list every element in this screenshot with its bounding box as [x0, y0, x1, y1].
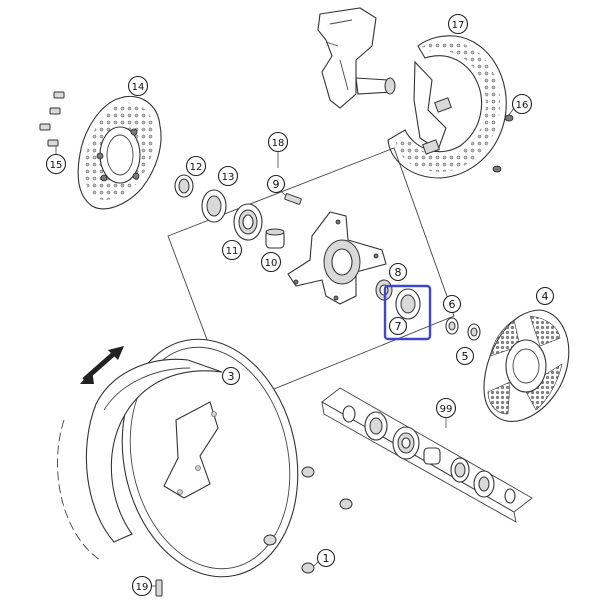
svg-text:17: 17 [452, 20, 465, 31]
rotation-arrow-icon [80, 346, 124, 384]
callout-99: 99 [435, 397, 457, 419]
svg-text:4: 4 [542, 290, 549, 303]
callout-18: 18 [267, 131, 289, 153]
wheel-rim-part [57, 338, 299, 578]
callout-14: 14 [127, 75, 149, 97]
nipples-1-part [263, 466, 353, 574]
callout-5: 5 [455, 346, 475, 366]
svg-text:10: 10 [265, 258, 278, 269]
callout-16: 16 [511, 93, 533, 115]
callout-15: 15 [45, 153, 67, 175]
valve-19-part [152, 579, 163, 597]
svg-text:6: 6 [449, 298, 456, 311]
brake-disc-17-part [387, 35, 507, 179]
seal-13-part [201, 189, 227, 223]
svg-text:19: 19 [136, 582, 149, 593]
nut-5-part [467, 323, 481, 341]
svg-text:9: 9 [273, 178, 280, 191]
callout-19: 19 [131, 575, 153, 597]
svg-text:1: 1 [323, 552, 330, 565]
seal-7-part [395, 288, 421, 320]
callout-9: 9 [266, 174, 286, 194]
bolts-15-part [39, 91, 65, 155]
spacer-12-part [174, 174, 194, 198]
callout-13: 13 [217, 165, 239, 187]
callout-11: 11 [221, 239, 243, 261]
callout-1: 1 [316, 548, 336, 568]
bolt-16-part [492, 107, 515, 173]
svg-text:12: 12 [190, 162, 203, 173]
svg-text:13: 13 [222, 172, 235, 183]
wheel-hub-part [287, 211, 387, 305]
svg-text:18: 18 [272, 138, 285, 149]
svg-text:14: 14 [132, 82, 145, 93]
svg-text:15: 15 [50, 160, 63, 171]
callout-17: 17 [447, 13, 469, 35]
bearing-11-part [233, 203, 263, 241]
brake-disc-4-part [483, 309, 570, 422]
callout-6: 6 [442, 294, 462, 314]
svg-text:8: 8 [395, 266, 402, 279]
callout-8: 8 [388, 262, 408, 282]
svg-text:7: 7 [395, 320, 402, 333]
callout-10: 10 [260, 251, 282, 273]
svg-text:11: 11 [226, 246, 239, 257]
callout-3: 3 [221, 366, 241, 386]
svg-text:3: 3 [228, 370, 235, 383]
svg-text:99: 99 [440, 404, 453, 415]
callout-4: 4 [535, 286, 555, 306]
callout-7: 7 [388, 316, 408, 336]
spacer-6-part [445, 317, 459, 335]
svg-text:16: 16 [516, 100, 529, 111]
kit-99-parts [342, 405, 516, 504]
fork-leg-part [317, 7, 396, 109]
spacer-10-part [265, 228, 285, 249]
svg-text:5: 5 [462, 350, 469, 363]
bolt-9-part [281, 191, 302, 205]
highlight-box [383, 284, 432, 341]
brake-disc-14-part [77, 96, 162, 210]
callout-12: 12 [185, 155, 207, 177]
